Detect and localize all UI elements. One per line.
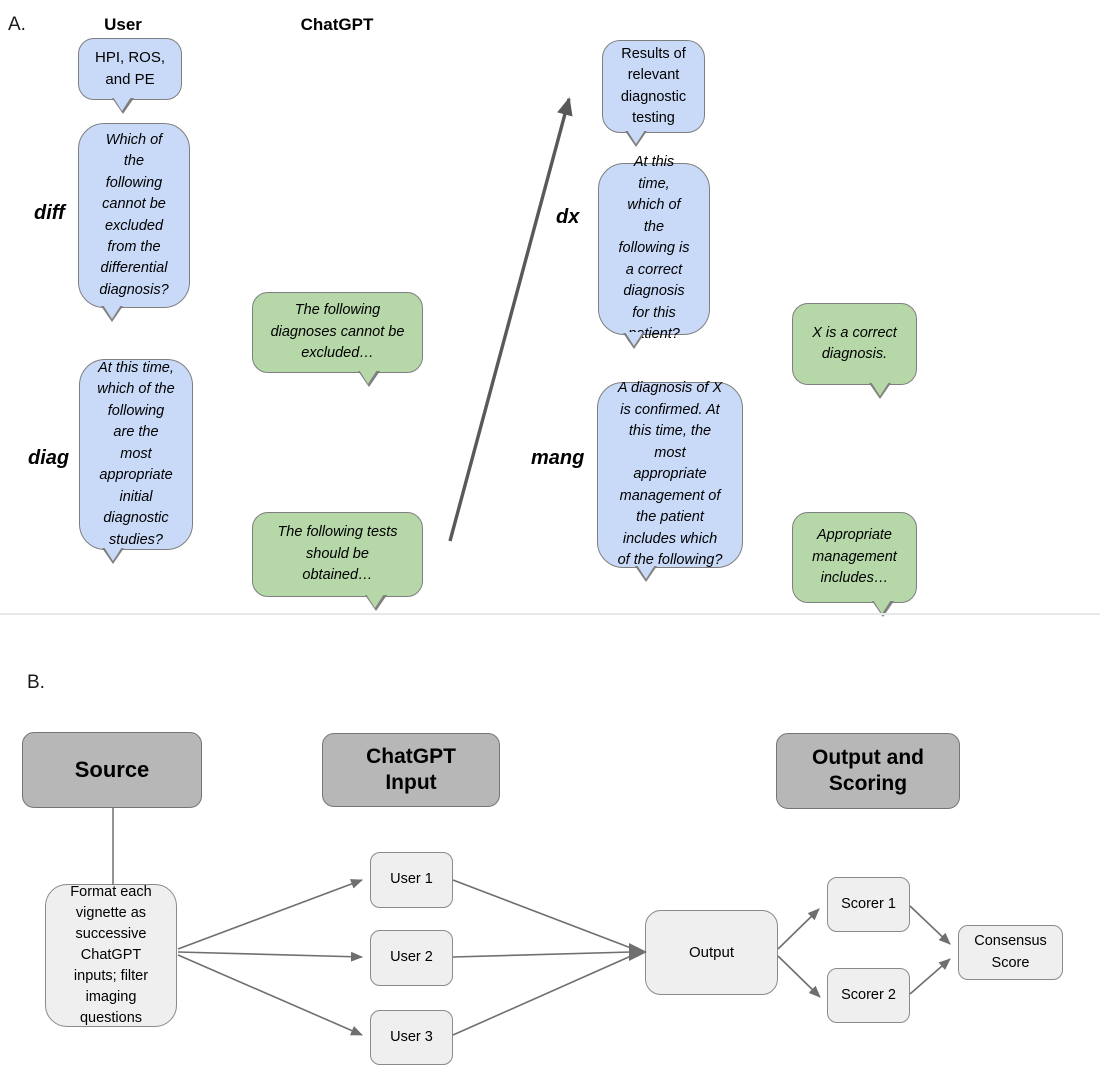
panel-a-label: A. — [8, 14, 26, 35]
bubble-mang-answer: Appropriate management includes… — [792, 512, 917, 617]
bubble-mang-question: A diagnosis of X is confirmed. At this t… — [597, 380, 743, 582]
label-diag: diag — [28, 447, 70, 469]
bubble-dx-question: At this time, which of the following is … — [598, 154, 710, 349]
node-user2: User 2 — [370, 930, 453, 986]
user-column-header: User — [104, 15, 142, 34]
arrow-output-scorer2 — [777, 955, 821, 998]
bubble-dx-answer: X is a correct diagnosis. — [792, 303, 917, 399]
label-mang: mang — [531, 447, 585, 469]
arrow-format-user3 — [177, 954, 363, 1036]
line-user3-output — [452, 955, 632, 1036]
panel-b-label: B. — [27, 672, 45, 693]
node-format: Format each vignette as successive ChatG… — [45, 884, 177, 1027]
progression-arrow — [448, 97, 573, 542]
line-user1-output — [452, 879, 632, 949]
arrow-output-scorer1 — [777, 908, 820, 950]
node-user1: User 1 — [370, 852, 453, 908]
bubble-diff-question: Which of the following cannot be exclude… — [78, 123, 190, 322]
node-scorer2: Scorer 2 — [827, 968, 910, 1023]
header-source: Source — [22, 732, 202, 808]
bubble-diff-answer: The following diagnoses cannot be exclud… — [252, 292, 423, 387]
bubble-diag-answer: The following tests should be obtained… — [252, 512, 423, 611]
node-consensus-score: Consensus Score — [958, 925, 1063, 980]
arrow-format-user1 — [177, 879, 363, 950]
header-chatgpt-input: ChatGPT Input — [322, 733, 500, 807]
bubble-hpi: HPI, ROS, and PE — [78, 38, 182, 114]
bubble-results: Results of relevant diagnostic testing — [602, 40, 705, 147]
arrow-format-user2 — [177, 951, 363, 962]
label-dx: dx — [556, 206, 580, 228]
arrow-scorer2-consensus — [909, 958, 951, 995]
header-output-scoring: Output and Scoring — [776, 733, 960, 809]
node-user3: User 3 — [370, 1010, 453, 1065]
line-user2-output — [452, 951, 632, 958]
node-scorer1: Scorer 1 — [827, 877, 910, 932]
chatgpt-column-header: ChatGPT — [300, 15, 374, 34]
bubble-diag-question: At this time, which of the following are… — [79, 359, 193, 564]
arrow-scorer1-consensus — [909, 905, 951, 945]
node-output: Output — [645, 910, 778, 995]
label-diff: diff — [34, 202, 65, 224]
panel-divider — [0, 613, 1100, 615]
